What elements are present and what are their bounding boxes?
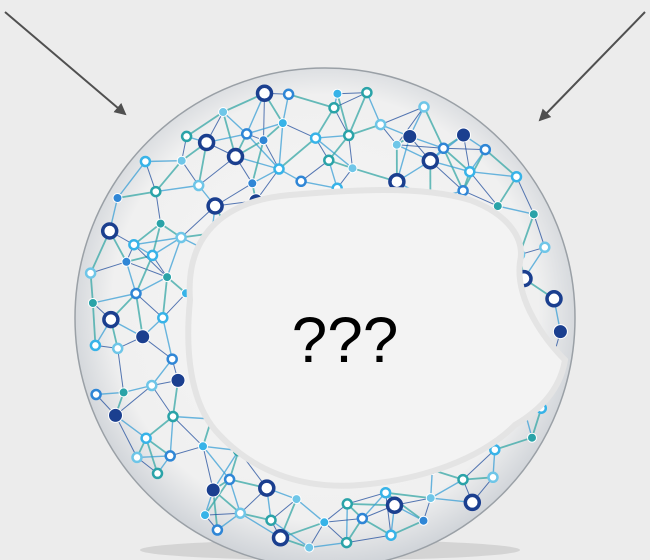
mesh-node [459,186,468,195]
mesh-node [387,531,396,540]
mesh-node [330,103,339,112]
mesh-node [163,273,172,282]
mesh-node [113,194,122,203]
mesh-node [258,86,272,100]
mesh-link [347,504,348,543]
mesh-node [208,199,222,213]
mesh-node [91,341,100,350]
mesh-node [142,434,151,443]
arrow-left [5,12,125,114]
mesh-node [547,292,561,306]
mesh-node [512,172,521,181]
mesh-node [344,131,353,140]
mesh-node [103,224,117,238]
mesh-node [423,154,437,168]
mesh-node [465,495,479,509]
mesh-node [439,144,448,153]
mesh-node [481,145,490,154]
mesh-node [311,134,320,143]
mesh-node [348,164,357,173]
mesh-node [136,330,150,344]
mesh-node [229,150,243,164]
mesh-node [333,89,342,98]
mesh-node [169,412,178,421]
mesh-node [297,177,306,186]
mesh-node [171,373,185,387]
mesh-node [158,313,167,322]
mesh-node [104,313,118,327]
mesh-node [199,442,208,451]
mesh-node [388,498,402,512]
mesh-node [419,516,428,525]
mesh-node [320,518,329,527]
mesh-node [274,531,288,545]
mesh-node [182,132,191,141]
mesh-node [148,251,157,260]
mesh-node [390,175,404,189]
mesh-node [147,381,156,390]
mesh-node [225,475,234,484]
mesh-node [92,390,101,399]
mesh-node [259,136,268,145]
mesh-node [248,179,257,188]
mesh-node [166,451,175,460]
mesh-node [278,119,287,128]
mesh-node [88,299,97,308]
mesh-node [305,543,314,552]
mesh-node [177,233,186,242]
mesh-node [86,269,95,278]
mesh-node [342,538,351,547]
mesh-node [553,325,567,339]
mesh-node [284,90,293,99]
mesh-node [194,181,203,190]
mesh-node [376,120,385,129]
mesh-node [459,475,468,484]
mesh-node [213,526,222,535]
mesh-node [362,88,371,97]
mesh-node [206,483,220,497]
mesh-node [358,514,367,523]
mesh-node [420,102,429,111]
mesh-node [489,473,498,482]
mesh-node [267,516,276,525]
mesh-node [457,128,471,142]
mesh-node [168,355,177,364]
mesh-node [275,165,284,174]
arrow-right [540,12,645,120]
mesh-node [113,344,122,353]
mesh-node [381,488,390,497]
mesh-node [324,156,333,165]
mesh-node [540,243,549,252]
mesh-node [133,453,142,462]
center-question-label: ??? [292,304,399,376]
mesh-node [201,511,210,520]
mesh-node [177,156,186,165]
mesh-node [132,289,141,298]
mesh-node [219,108,228,117]
mesh-node [122,257,131,266]
mesh-node [426,494,435,503]
mesh-node [403,130,417,144]
mesh-node [529,210,538,219]
mesh-node [392,140,401,149]
mesh-node [119,388,128,397]
mesh-node [141,157,150,166]
mesh-node [343,499,352,508]
mesh-node [236,509,245,518]
mesh-node [153,469,162,478]
mesh-node [292,495,301,504]
mesh-node [129,240,138,249]
mesh-node [260,481,274,495]
mesh-node [156,219,165,228]
mesh-node [200,136,214,150]
mesh-node [242,129,251,138]
mesh-node [528,433,537,442]
mesh-node [109,408,123,422]
mesh-node [465,167,474,176]
mesh-node [151,187,160,196]
